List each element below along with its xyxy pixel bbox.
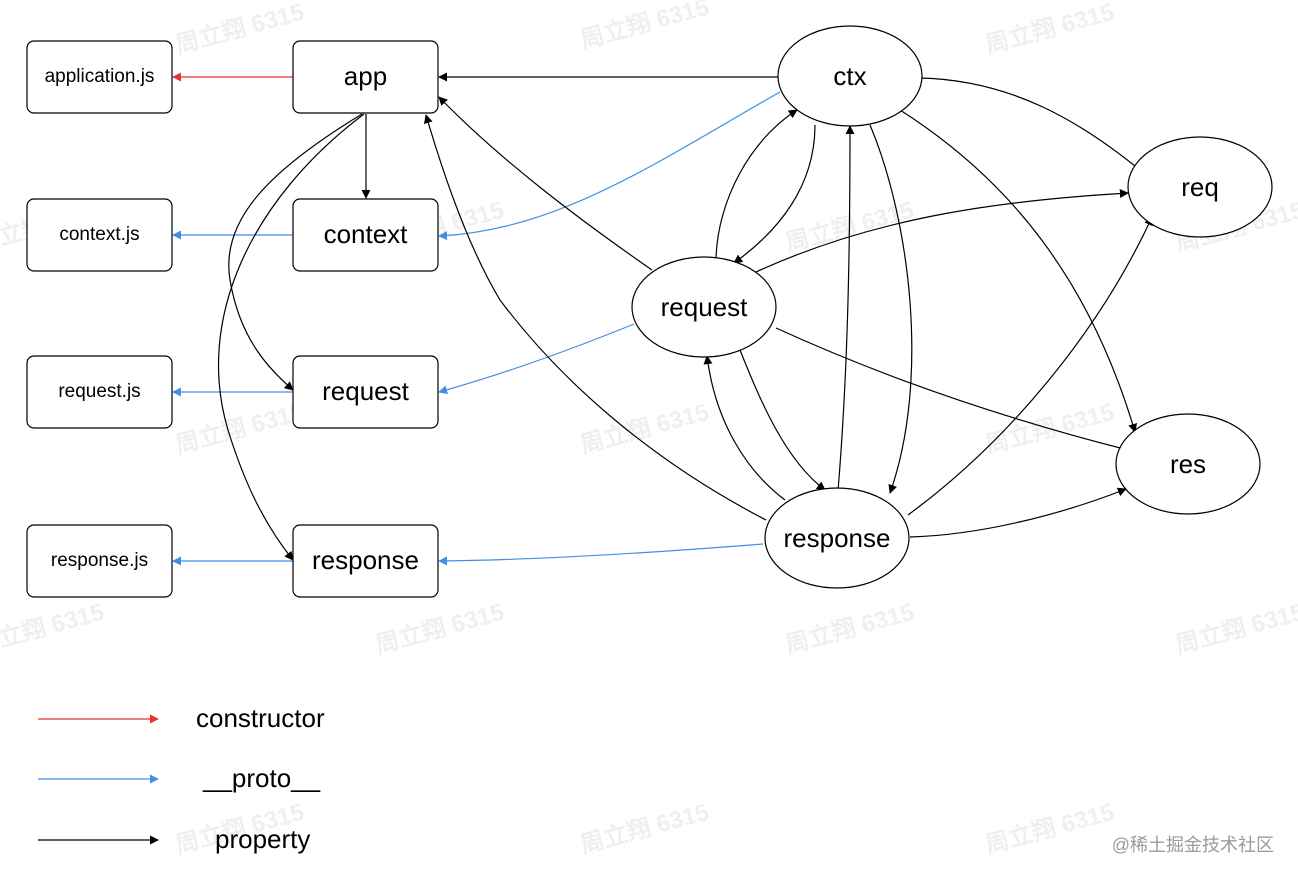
edge-response-instance-to-req (907, 216, 1153, 516)
node-res-label: res (1170, 449, 1206, 479)
legend-property-label: property (215, 824, 310, 854)
instance-nodes: ctx request response req res (631, 25, 1273, 589)
edge-response-instance-to-ctx (837, 125, 855, 492)
edge-response-instance-to-app (423, 114, 767, 521)
node-res[interactable]: res (1115, 413, 1261, 515)
legend-item-constructor: constructor (38, 703, 325, 733)
watermark: 周立翔 6315 (782, 598, 917, 659)
node-req-label: req (1181, 172, 1219, 202)
watermark-layer: 周立翔 6315 周立翔 6315 周立翔 6315 周立翔 6315 周立翔 … (0, 0, 1298, 859)
watermark: 周立翔 6315 (982, 798, 1117, 859)
legend-proto-label: __proto__ (202, 763, 321, 793)
node-request[interactable]: request (292, 355, 439, 429)
legend-item-property: property (38, 824, 310, 854)
credit-text: @稀土掘金技术社区 (1112, 835, 1274, 855)
edge-request-instance-to-ctx (715, 109, 798, 259)
node-request-instance[interactable]: request (631, 256, 777, 358)
edge-response-instance-to-request-instance (703, 355, 786, 501)
node-application-js[interactable]: application.js (26, 40, 173, 114)
node-context-label: context (324, 219, 409, 249)
watermark: 周立翔 6315 (1172, 598, 1298, 659)
edge-ctx-to-req (919, 77, 1147, 176)
node-response[interactable]: response (292, 524, 439, 598)
edge-layer (172, 72, 1153, 566)
node-application-js-label: application.js (45, 66, 155, 87)
node-req[interactable]: req (1127, 136, 1273, 238)
edge-ctx-to-res (899, 109, 1138, 433)
node-request-js[interactable]: request.js (26, 355, 173, 429)
watermark: 周立翔 6315 (172, 0, 307, 59)
edge-app-to-request (228, 113, 363, 391)
node-request-label: request (322, 376, 409, 406)
edge-app-to-response (217, 113, 365, 561)
node-response-js-label: response.js (51, 550, 148, 571)
node-context[interactable]: context (292, 198, 439, 272)
node-context-js[interactable]: context.js (26, 198, 173, 272)
edge-ctx-to-context (438, 91, 781, 241)
file-nodes: application.js context.js request.js res… (26, 40, 173, 598)
edge-request-instance-to-response-instance (739, 349, 826, 491)
watermark: 周立翔 6315 (172, 398, 307, 459)
node-context-js-label: context.js (59, 224, 139, 245)
node-request-js-label: request.js (58, 381, 140, 402)
watermark: 周立翔 6315 (577, 0, 712, 54)
watermark: 周立翔 6315 (577, 398, 712, 459)
edge-response-instance-to-res (909, 487, 1127, 538)
node-response-instance-label: response (784, 523, 891, 553)
edge-request-instance-to-req (755, 188, 1129, 273)
node-app-label: app (344, 61, 387, 91)
node-response-js[interactable]: response.js (26, 524, 173, 598)
node-response-instance[interactable]: response (764, 487, 910, 589)
edge-response-instance-to-response (438, 543, 764, 566)
watermark: 周立翔 6315 (0, 598, 107, 659)
legend-item-proto: __proto__ (38, 763, 321, 793)
edge-request-instance-to-res (775, 327, 1129, 453)
watermark: 周立翔 6315 (577, 798, 712, 859)
edge-ctx-to-response-instance (869, 124, 913, 494)
edge-request-instance-to-request (438, 323, 635, 395)
node-request-instance-label: request (661, 292, 748, 322)
node-response-label: response (312, 545, 419, 575)
legend-constructor-label: constructor (196, 703, 325, 733)
object-nodes: app context request response (292, 40, 439, 598)
node-ctx[interactable]: ctx (777, 25, 923, 127)
legend: constructor __proto__ property (38, 703, 325, 854)
watermark: 周立翔 6315 (982, 0, 1117, 59)
edge-ctx-to-request-instance (733, 124, 816, 264)
node-ctx-label: ctx (833, 61, 866, 91)
edge-request-instance-to-app (438, 96, 653, 271)
watermark: 周立翔 6315 (372, 598, 507, 659)
node-app[interactable]: app (292, 40, 439, 114)
